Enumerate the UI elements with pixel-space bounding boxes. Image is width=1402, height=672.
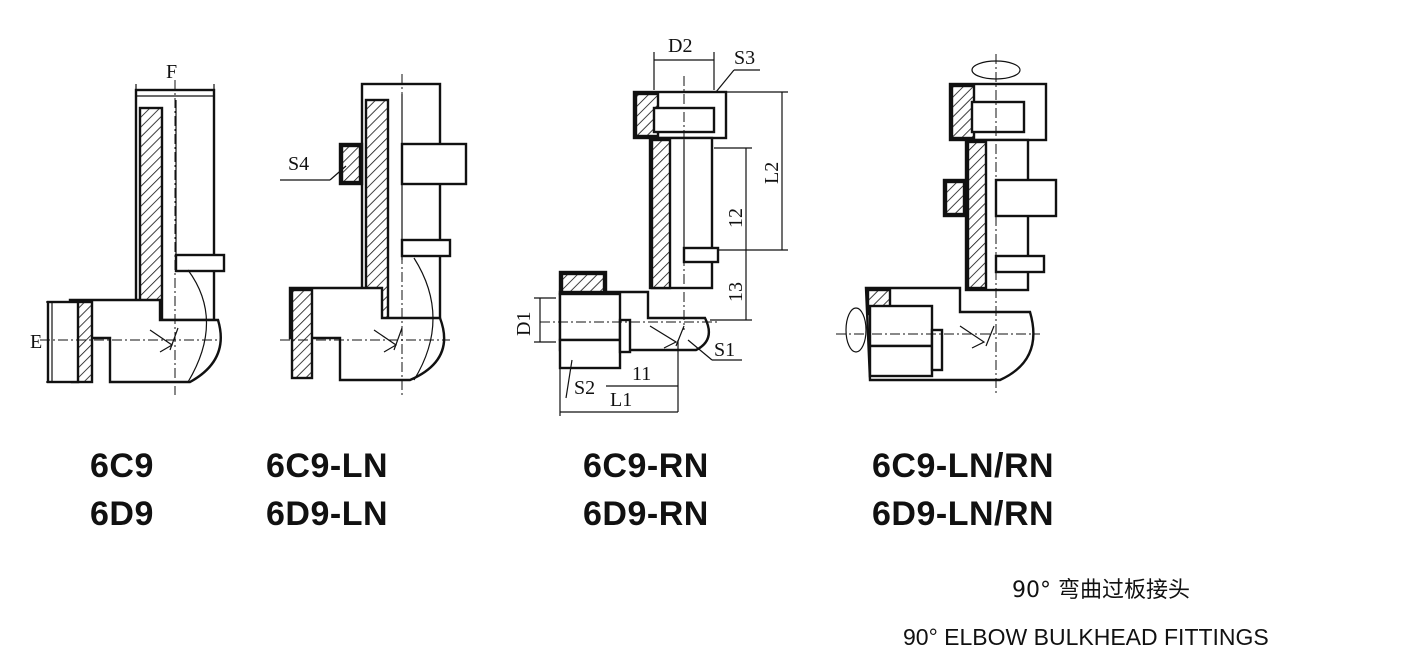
dim-label-f: F <box>166 61 177 83</box>
dim-label-d2: D2 <box>668 35 692 57</box>
dim-label-e: E <box>30 331 42 353</box>
model-label-6d9: 6D9 <box>90 495 154 533</box>
dim-label-s2: S2 <box>574 377 595 399</box>
fitting-6c9-rn-drawing: D2 S3 L2 12 13 D1 S1 S2 11 <box>513 35 788 416</box>
dim-label-l2: L2 <box>761 162 783 184</box>
fitting-6c9-drawing: F E <box>30 61 226 395</box>
dim-label-s1: S1 <box>714 339 735 361</box>
caption-english: 90° ELBOW BULKHEAD FITTINGS <box>903 624 1269 650</box>
model-label-6c9-rn: 6C9-RN <box>583 447 709 485</box>
dim-label-s3: S3 <box>734 47 755 69</box>
model-label-6c9: 6C9 <box>90 447 154 485</box>
caption-chinese: 90° 弯曲过板接头 <box>1012 578 1190 603</box>
fitting-6c9-ln-rn-drawing <box>836 54 1058 395</box>
model-label-6d9-rn: 6D9-RN <box>583 495 709 533</box>
fittings-drawing: F E S4 <box>30 35 1058 416</box>
dim-label-s4: S4 <box>288 153 309 175</box>
model-label-6d9-ln-rn: 6D9-LN/RN <box>872 495 1055 533</box>
fitting-6c9-ln-drawing: S4 <box>280 74 468 395</box>
model-label-6c9-ln: 6C9-LN <box>266 447 389 485</box>
model-label-6c9-ln-rn: 6C9-LN/RN <box>872 447 1055 485</box>
dim-label-l1-long: L1 <box>610 389 632 411</box>
dim-label-d1: D1 <box>513 312 535 336</box>
model-label-6d9-ln: 6D9-LN <box>266 495 389 533</box>
dim-label-l1: 11 <box>632 363 651 385</box>
dim-label-l2-small: 12 <box>725 208 747 228</box>
dim-label-l3: 13 <box>725 282 747 302</box>
